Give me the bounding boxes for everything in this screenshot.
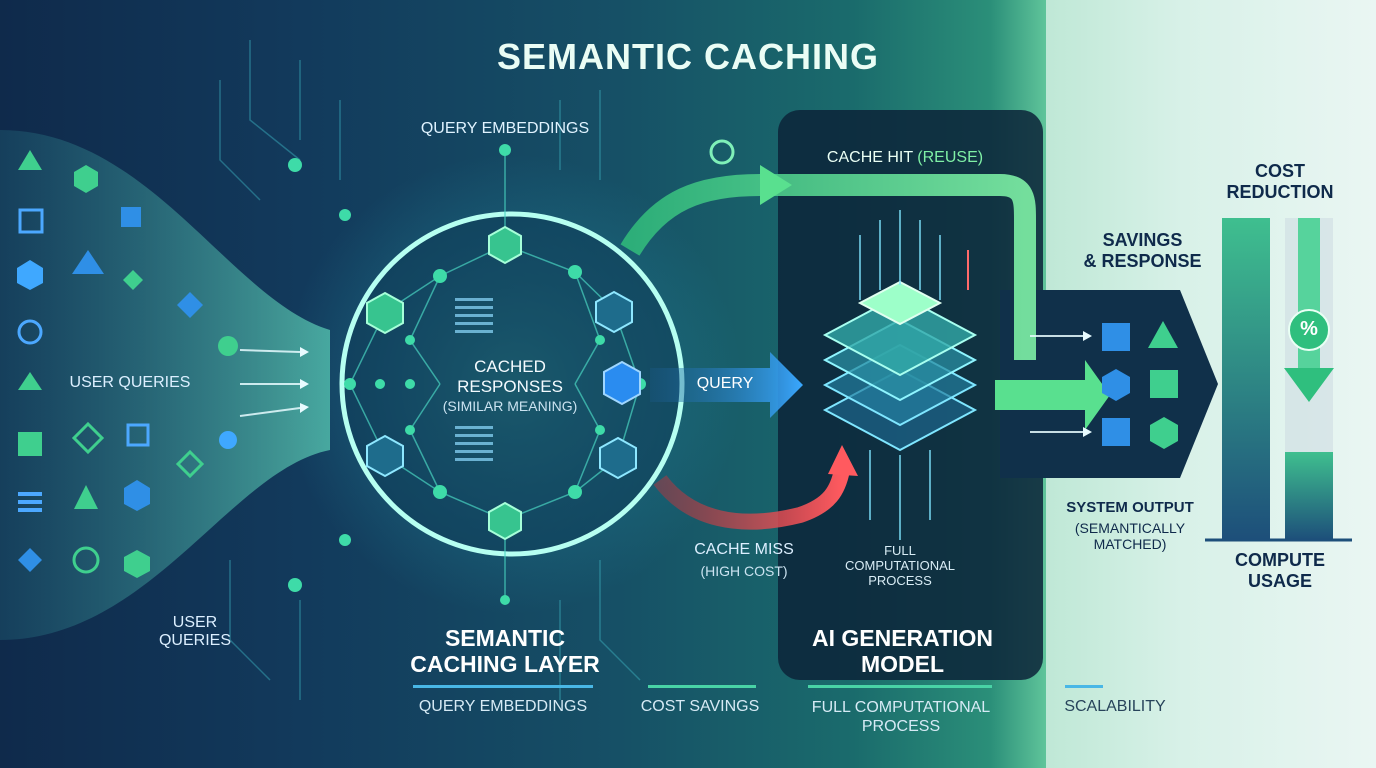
- query-funnel: [0, 130, 330, 640]
- bottom-label-query-embeddings: QUERY EMBEDDINGS: [418, 698, 588, 715]
- underline-1: [413, 685, 593, 688]
- similar-meaning-label: (SIMILAR MEANING): [442, 398, 578, 414]
- underline-3: [808, 685, 992, 688]
- page-title: SEMANTIC CACHING: [497, 36, 879, 77]
- output-shapes: [1102, 321, 1178, 449]
- reuse-text: (REUSE): [917, 149, 984, 166]
- user-queries-bottom-label: USER QUERIES: [158, 614, 231, 650]
- query-embeddings-top-label: QUERY EMBEDDINGS: [420, 120, 590, 137]
- cached-responses-label: CACHED RESPONSES: [457, 357, 563, 396]
- reduction-arrowhead: [1284, 368, 1334, 402]
- cache-miss-label: CACHE MISS: [694, 541, 794, 558]
- cost-reduction-label: COST REDUCTION: [1226, 161, 1334, 202]
- cache-hit-path: [620, 174, 1036, 360]
- ai-model-stack: [822, 210, 978, 540]
- output-arrow: [995, 360, 1110, 430]
- bottom-label-scalability: SCALABILITY: [1064, 698, 1166, 715]
- user-query-shapes: [17, 150, 238, 578]
- cache-hit-label: CACHE HIT (REUSE): [815, 149, 995, 167]
- compute-bar-before: [1222, 218, 1270, 540]
- underline-2: [648, 685, 756, 688]
- full-process-small-label: FULL COMPUTATIONAL PROCESS: [844, 543, 956, 588]
- high-cost-label: (HIGH COST): [700, 563, 788, 579]
- underline-4: [1065, 685, 1103, 688]
- semantically-matched-label: (SEMANTICALLY MATCHED): [1074, 520, 1186, 553]
- percent-text: %: [1300, 318, 1318, 340]
- ai-model-label: AI GENERATION MODEL: [811, 625, 994, 678]
- user-queries-left-label: USER QUERIES: [69, 374, 191, 391]
- query-label: QUERY: [696, 375, 754, 392]
- cache-miss-arrowhead: [828, 445, 858, 476]
- cache-miss-path: [653, 468, 850, 530]
- semantic-layer-label: SEMANTIC CACHING LAYER: [410, 625, 600, 678]
- cache-hit-text: CACHE HIT: [826, 149, 913, 166]
- bottom-label-full-process: FULL COMPUTATIONAL PROCESS: [811, 699, 991, 736]
- query-arrow: [650, 352, 803, 418]
- bottom-label-cost-savings: COST SAVINGS: [640, 698, 760, 715]
- percent-badge: [1288, 309, 1330, 351]
- cache-hit-arrowhead-1: [760, 165, 792, 205]
- compute-bar-after: [1285, 452, 1333, 540]
- system-output-label: SYSTEM OUTPUT: [1066, 499, 1194, 516]
- compute-usage-label: COMPUTE USAGE: [1235, 550, 1325, 591]
- savings-response-label: SAVINGS & RESPONSE: [1083, 230, 1202, 271]
